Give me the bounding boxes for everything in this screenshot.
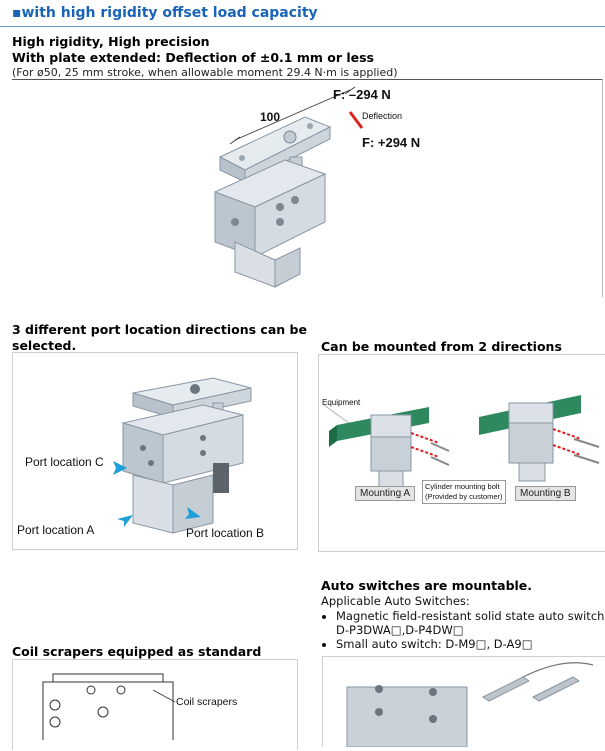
- port-location-a: Port location A: [17, 523, 95, 537]
- section-header: [0, 0, 605, 27]
- bolt-label: Cylinder mounting bolt (Provided by cust…: [422, 480, 506, 504]
- mounting-a-tag: Mounting A: [355, 486, 416, 501]
- switch-item-1-line1: Magnetic field-resistant solid state aut…: [336, 609, 605, 623]
- switch-image-box: [322, 656, 605, 748]
- spec-note: (For ø50, 25 mm stroke, when allowable m…: [12, 66, 398, 79]
- rigidity-illustration: [213, 86, 364, 288]
- divider-vertical: [602, 79, 603, 297]
- switch-subtitle: Applicable Auto Switches:: [321, 594, 470, 608]
- mount-illustration: [323, 395, 600, 492]
- scraper-illustration: [42, 673, 176, 743]
- switch-illustration: [346, 662, 594, 748]
- scraper-title: Coil scrapers equipped as standard: [12, 644, 262, 659]
- mount-image-box: [318, 354, 605, 552]
- section-title: ▪with high rigidity offset load capacity: [12, 5, 318, 21]
- switch-title: Auto switches are mountable.: [321, 578, 533, 593]
- switch-list: Magnetic field-resistant solid state aut…: [322, 609, 605, 651]
- distance-label: 100: [260, 110, 281, 124]
- port-location-b: Port location B: [186, 526, 265, 540]
- rigidity-heading: High rigidity, High precision: [12, 34, 210, 49]
- scraper-label: Coil scrapers: [176, 696, 238, 708]
- deflection-spec: With plate extended: Deflection of ±0.1 …: [12, 50, 374, 65]
- equipment-label: Equipment: [322, 398, 361, 407]
- port-location-c: Port location C: [25, 455, 104, 469]
- port-image-box: [12, 352, 298, 550]
- bolt-label-line1: Cylinder mounting bolt: [425, 482, 500, 491]
- divider: [12, 79, 602, 80]
- port-illustration: [113, 377, 252, 534]
- bolt-label-line2: (Provided by customer): [425, 492, 503, 501]
- mount-title: Can be mounted from 2 directions: [321, 339, 562, 354]
- force-positive: F: +294 N: [362, 135, 421, 150]
- switch-item-2-text: Small auto switch: D-M9□, D-A9□: [336, 637, 533, 651]
- switch-item-1: Magnetic field-resistant solid state aut…: [336, 609, 605, 637]
- deflection-label: Deflection: [362, 111, 403, 121]
- switch-item-1-line2: D-P3DWA□,D-P4DW□: [336, 623, 464, 637]
- port-title-line1: 3 different port location directions can…: [12, 322, 307, 337]
- switch-item-2: Small auto switch: D-M9□, D-A9□: [336, 637, 605, 651]
- force-negative: F: –294 N: [333, 87, 391, 102]
- scraper-image-box: [12, 659, 298, 750]
- port-title-line2: selected.: [12, 338, 77, 353]
- mounting-b-tag: Mounting B: [515, 486, 576, 501]
